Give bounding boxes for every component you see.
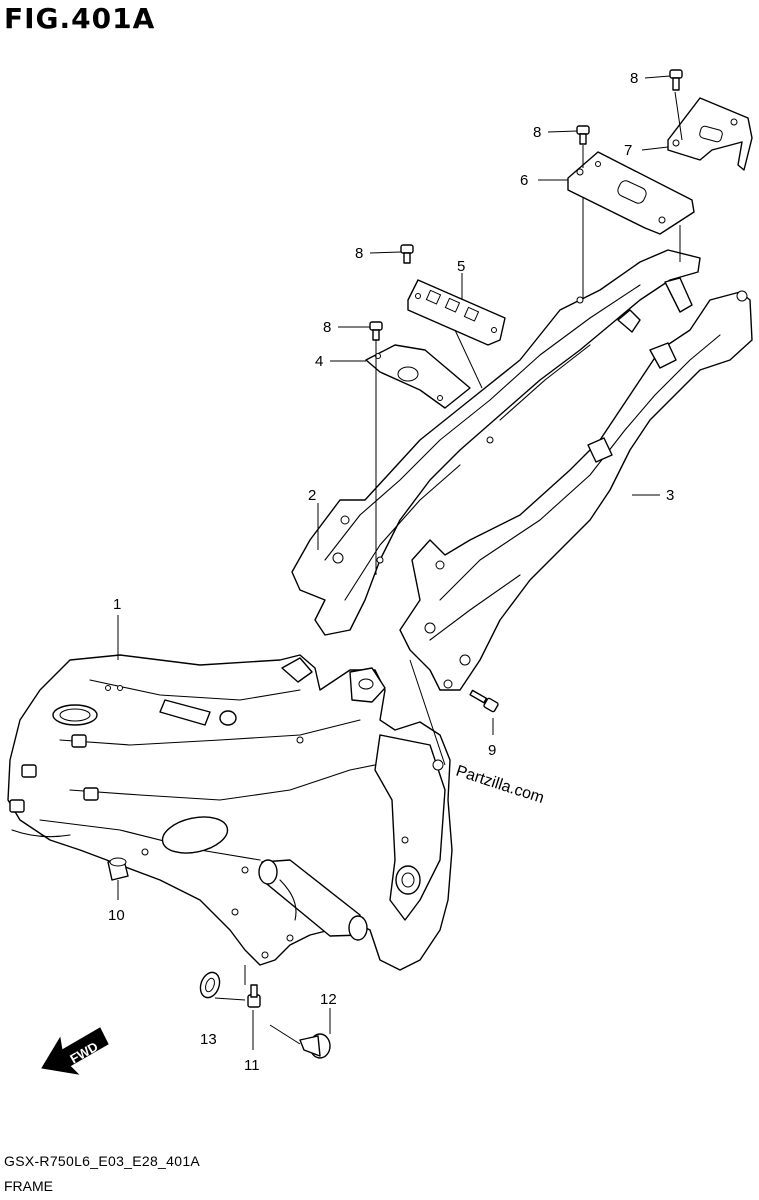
callout-10: 10	[108, 907, 125, 924]
part-5-plate[interactable]	[407, 279, 506, 346]
callout-11: 11	[244, 1057, 260, 1074]
callout-8: 8	[323, 319, 331, 336]
part-2-seat-rail[interactable]	[291, 249, 701, 636]
callout-1: 1	[113, 596, 121, 613]
watermark: Partzilla.com	[454, 763, 546, 807]
callout-12: 12	[320, 991, 337, 1008]
callout-9: 9	[488, 742, 496, 759]
part-4-bracket[interactable]	[365, 344, 471, 409]
callout-6: 6	[520, 172, 528, 189]
part-8-bolt[interactable]	[400, 244, 414, 264]
callout-4: 4	[315, 353, 323, 370]
callout-3: 3	[666, 487, 674, 504]
part-3-seat-rail[interactable]	[399, 290, 753, 691]
callout-5: 5	[457, 258, 465, 275]
fwd-arrow-icon: FWD	[41, 1027, 109, 1075]
part-6-plate[interactable]	[567, 151, 695, 235]
part-8-bolt[interactable]	[669, 69, 683, 91]
callout-8: 8	[355, 245, 363, 262]
callout-8: 8	[533, 124, 541, 141]
part-8-bolt[interactable]	[369, 321, 383, 341]
callout-13: 13	[200, 1031, 217, 1048]
callout-8: 8	[630, 70, 638, 87]
part-11-bolt[interactable]	[247, 984, 261, 1008]
part-9-bolt[interactable]	[469, 689, 499, 713]
figure-title: FIG.401A	[4, 2, 156, 35]
callout-2: 2	[308, 487, 316, 504]
callout-7: 7	[624, 142, 632, 159]
figure-name: FRAME	[4, 1178, 53, 1194]
part-12-bolt[interactable]	[299, 1033, 331, 1059]
leader-lines	[117, 75, 683, 1050]
figure-code: GSX-R750L6_E03_E28_401A	[4, 1153, 201, 1169]
part-7-bracket[interactable]	[667, 97, 753, 171]
part-8-bolt[interactable]	[576, 125, 590, 145]
part-10-collar[interactable]	[107, 857, 129, 881]
part-1-main-frame[interactable]	[7, 654, 453, 971]
part-13-washer[interactable]	[197, 970, 223, 1001]
